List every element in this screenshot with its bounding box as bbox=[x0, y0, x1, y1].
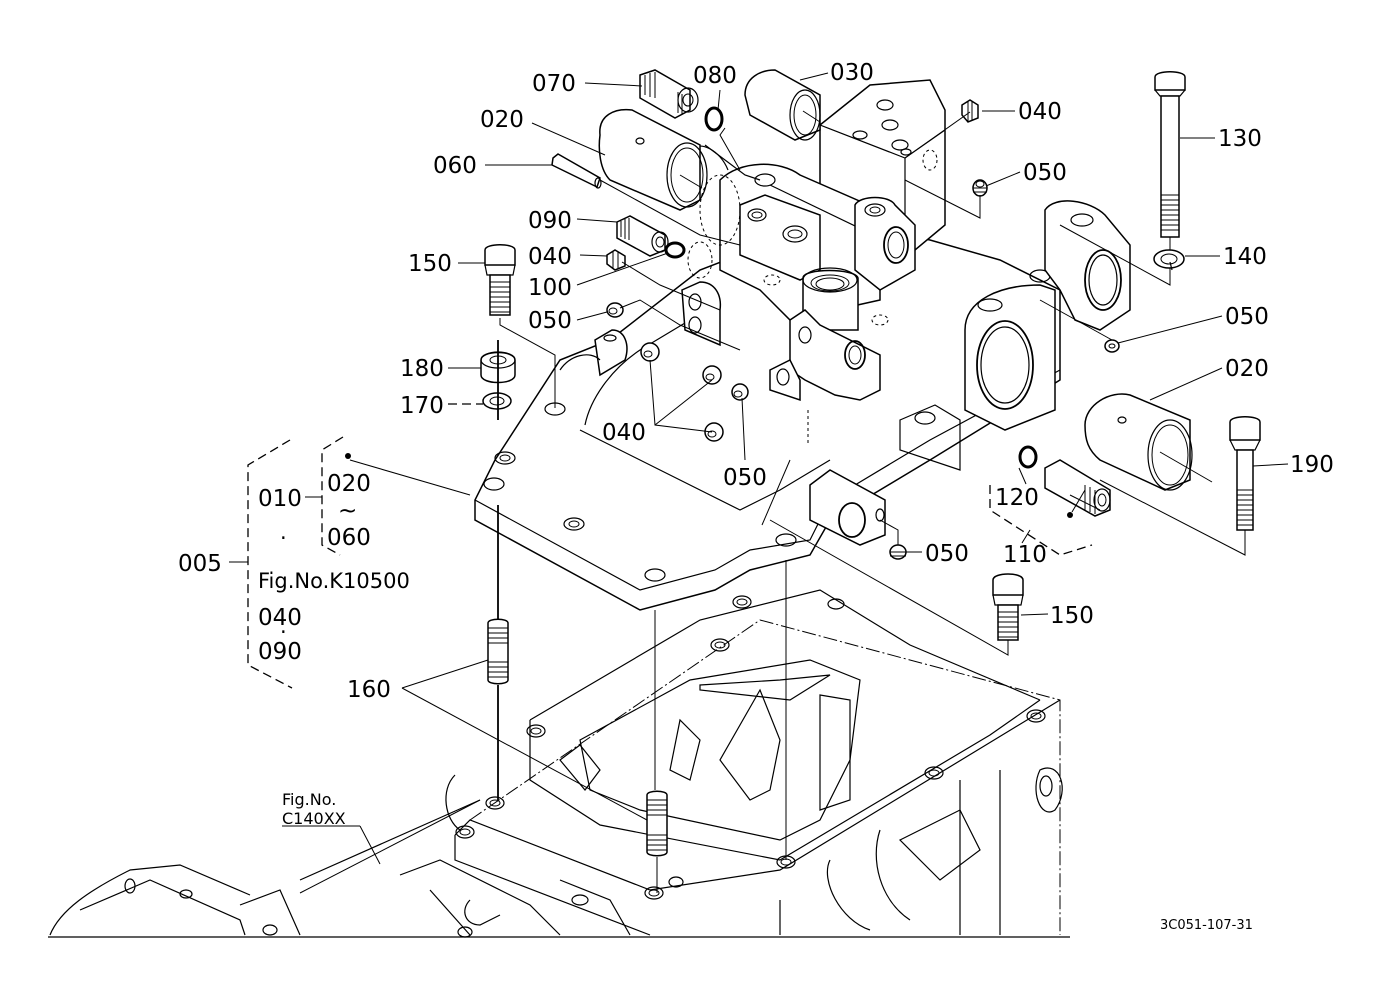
label-050-top: 050 bbox=[1023, 160, 1067, 186]
label-140: 140 bbox=[1223, 244, 1267, 270]
label-180: 180 bbox=[400, 356, 444, 382]
label-050-right: 050 bbox=[1225, 304, 1269, 330]
part-040-plug-mid bbox=[606, 249, 626, 271]
drawing-code: 3C051-107-31 bbox=[1160, 918, 1253, 933]
label-020-upper: 020 bbox=[480, 107, 524, 133]
label-040-mid: 040 bbox=[528, 244, 572, 270]
label-160: 160 bbox=[347, 677, 391, 703]
part-100-o-ring bbox=[664, 241, 686, 259]
label-050-lower: 050 bbox=[925, 541, 969, 567]
label-150-lower: 150 bbox=[1050, 603, 1094, 629]
label-range-tilde: ~ bbox=[338, 498, 357, 524]
label-080: 080 bbox=[693, 63, 737, 89]
label-110: 110 bbox=[1003, 542, 1047, 568]
label-fig-range-090: 090 bbox=[258, 639, 302, 665]
part-170-washer bbox=[482, 392, 512, 410]
label-170: 170 bbox=[400, 393, 444, 419]
group-brackets bbox=[229, 436, 1093, 689]
fig-range-dot: · bbox=[280, 620, 287, 644]
part-080-o-ring bbox=[704, 106, 724, 132]
part-130-bolt bbox=[1154, 71, 1186, 255]
part-120-o-ring bbox=[1018, 445, 1038, 469]
part-050-plug-b bbox=[606, 302, 624, 318]
cross-reference: Fig.No. C140XX bbox=[282, 790, 346, 828]
label-070: 070 bbox=[532, 71, 576, 97]
leader-lines bbox=[282, 72, 1289, 894]
part-050-plug-c bbox=[731, 383, 749, 401]
label-130: 130 bbox=[1218, 126, 1262, 152]
label-090: 090 bbox=[528, 208, 572, 234]
part-110-fitting bbox=[1044, 459, 1111, 517]
callout-labels: 070 080 030 040 020 060 050 130 090 040 … bbox=[347, 60, 1334, 703]
part-030-sleeve bbox=[744, 69, 821, 141]
valve-block bbox=[559, 79, 1131, 445]
cross-ref-line2: C140XX bbox=[282, 809, 346, 828]
label-range-start-020: 020 bbox=[327, 471, 371, 497]
separator-dot: · bbox=[280, 526, 287, 550]
part-050-plug-e bbox=[889, 544, 907, 560]
transmission-housing bbox=[48, 589, 1070, 938]
label-005: 005 bbox=[178, 551, 222, 577]
part-160-stud-lower bbox=[646, 790, 668, 857]
part-070-fitting bbox=[639, 69, 699, 119]
label-020-lower: 020 bbox=[1225, 356, 1269, 382]
part-150-bolt-lower bbox=[992, 573, 1024, 641]
housing-holes bbox=[455, 595, 1046, 906]
alignment-lines bbox=[497, 111, 1246, 893]
cross-ref-line1: Fig.No. bbox=[282, 790, 336, 809]
part-040-plugs-cluster bbox=[640, 342, 724, 442]
label-060: 060 bbox=[433, 153, 477, 179]
part-150-bolt-upper bbox=[484, 244, 516, 316]
part-020-bushing-lower bbox=[1084, 393, 1213, 491]
part-140-spring-washer bbox=[1153, 249, 1185, 271]
label-010: 010 bbox=[258, 486, 302, 512]
label-100: 100 bbox=[528, 275, 572, 301]
label-040-cluster: 040 bbox=[602, 420, 646, 446]
label-range-end-060: 060 bbox=[327, 525, 371, 551]
part-090-fitting bbox=[616, 215, 669, 257]
label-050-center: 050 bbox=[723, 465, 767, 491]
assembly-marker-dot bbox=[345, 453, 351, 459]
part-050-plug-d bbox=[1104, 339, 1120, 353]
label-120: 120 bbox=[995, 485, 1039, 511]
part-160-stud-upper bbox=[487, 618, 509, 685]
label-030: 030 bbox=[830, 60, 874, 86]
part-050-plug-a bbox=[972, 179, 988, 197]
fitting-marker-dot bbox=[1067, 512, 1073, 518]
label-150-upper: 150 bbox=[408, 251, 452, 277]
label-050-left: 050 bbox=[528, 308, 572, 334]
part-020-bushing-upper bbox=[598, 108, 708, 211]
part-040-plug-top bbox=[961, 99, 979, 123]
part-190-bolt bbox=[1229, 416, 1261, 531]
label-fig-range-040: 040 bbox=[258, 605, 302, 631]
part-060-pin bbox=[551, 153, 602, 189]
fig-ref-k10500: Fig.No.K10500 bbox=[258, 569, 410, 593]
label-040-top: 040 bbox=[1018, 99, 1062, 125]
assembly-group-labels: 005 010 020 ~ 060 · Fig.No.K10500 040 · … bbox=[178, 471, 410, 665]
label-190: 190 bbox=[1290, 452, 1334, 478]
